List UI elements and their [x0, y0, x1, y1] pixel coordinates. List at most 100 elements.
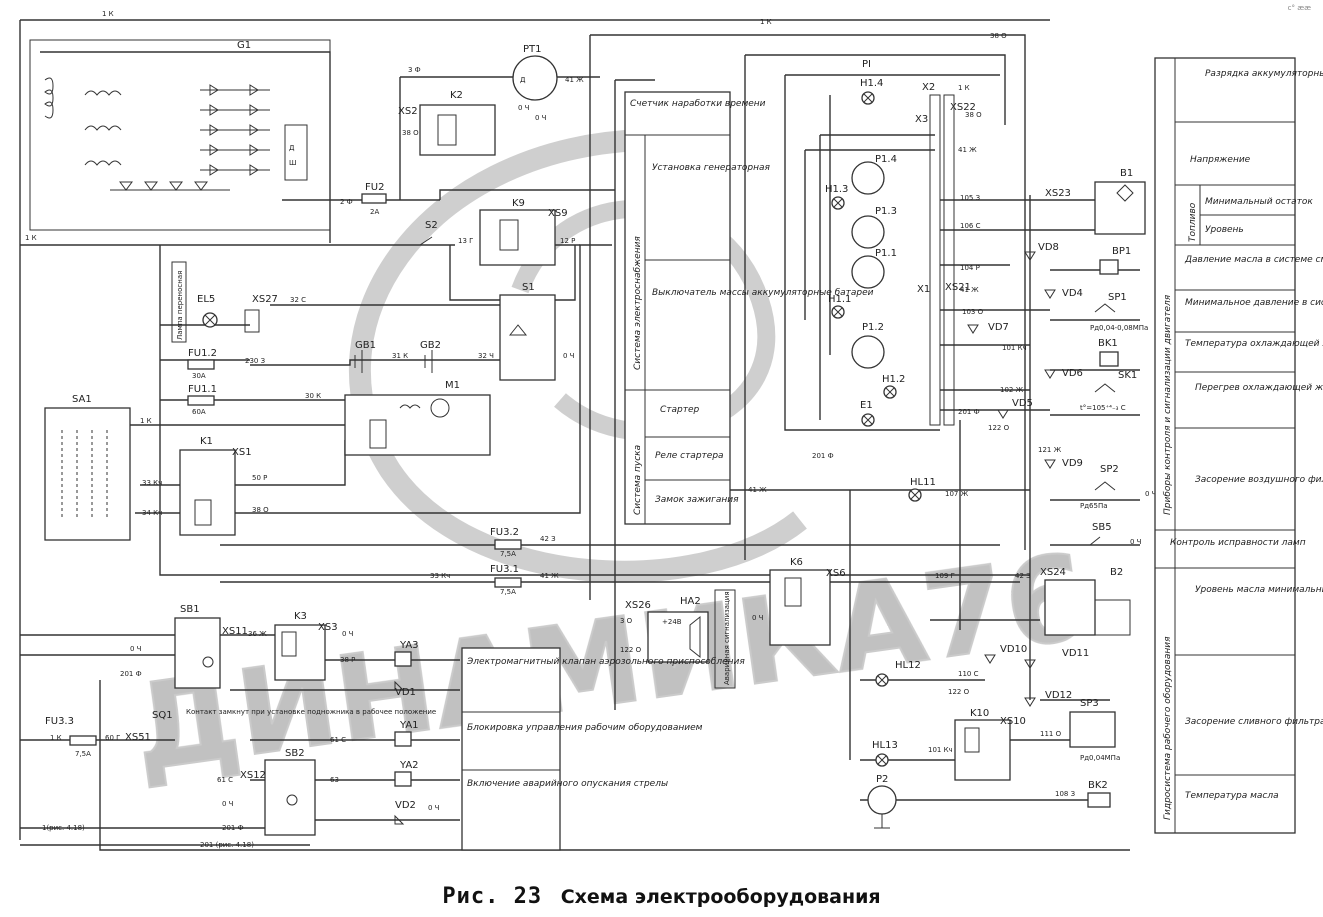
gauge-p2: P2: [867, 774, 897, 829]
svg-text:42 З: 42 З: [540, 535, 556, 543]
fuse-fu3-2: FU3.2 7,5A 42 З: [490, 527, 556, 558]
panel-bottom-row-2: Включение аварийного опускания стрелы: [467, 779, 668, 789]
label-xs2: XS2: [398, 106, 418, 117]
battery-switch-s1: S1 32 Ч 0 Ч: [478, 282, 575, 381]
label-vd11: VD11: [1062, 648, 1089, 659]
svg-text:104 Р: 104 Р: [960, 264, 980, 272]
relay-k10: K10 XS10 111 О: [954, 708, 1062, 781]
svg-text:1 К: 1 К: [958, 84, 970, 92]
svg-text:60A: 60A: [192, 408, 206, 416]
sensor-sp2: SP2 Рд65Па 0 Ч: [1080, 464, 1157, 510]
panel-left: Счетчик наработки времени Установка гене…: [624, 91, 874, 525]
svg-text:0 Ч: 0 Ч: [130, 645, 142, 653]
label-x1: X1: [917, 284, 930, 295]
panel-right-row-8: Засорение воздушного фильтра: [1195, 475, 1323, 485]
svg-text:Рд0,04-0,08МПа: Рд0,04-0,08МПа: [1090, 324, 1148, 332]
label-fu3-3: FU3.3: [45, 716, 74, 727]
svg-text:0 Ч: 0 Ч: [563, 352, 575, 360]
label-hl13: HL13: [872, 740, 898, 751]
starter-m1: M1: [344, 380, 491, 456]
svg-text:201 Ф: 201 Ф: [222, 824, 244, 832]
svg-text:50 Р: 50 Р: [252, 474, 267, 482]
svg-text:106 С: 106 С: [960, 222, 981, 230]
svg-text:2 Ф: 2 Ф: [340, 198, 353, 206]
label-x2: X2: [922, 82, 935, 93]
sq-note: Контакт замкнут при установке подножника…: [186, 708, 436, 716]
sensor-sp1: SP1 Рд0,04-0,08МПа: [1090, 292, 1148, 332]
label-fu1-2: FU1.2: [188, 348, 217, 359]
diodes-vd-column: VD8 VD4 VD6 VD9 VD7 VD5 VD10 VD11 VD12 1…: [967, 242, 1089, 707]
label-p1-3: P1.3: [875, 206, 897, 217]
svg-text:110 С: 110 С: [958, 670, 979, 678]
svg-text:41 Ж: 41 Ж: [565, 76, 584, 84]
panel-left-row-4: Реле стартера: [655, 451, 724, 461]
label-m1: M1: [445, 380, 460, 391]
svg-text:107 Ж: 107 Ж: [945, 490, 969, 498]
svg-text:30A: 30A: [192, 372, 206, 380]
label-xs10: XS10: [1000, 716, 1026, 727]
label-bp1: BP1: [1112, 246, 1131, 257]
fuse-fu2: FU2 2A 2 Ф: [340, 182, 387, 216]
svg-text:63: 63: [330, 776, 339, 784]
label-k6: K6: [790, 557, 803, 568]
svg-text:38 О: 38 О: [990, 32, 1007, 40]
svg-text:201 Ф: 201 Ф: [120, 670, 142, 678]
label-xs26: XS26: [625, 600, 651, 611]
relay-k9: K9 XS9 13 Г 12 Р: [458, 198, 575, 266]
svg-text:0 Ч: 0 Ч: [1145, 490, 1157, 498]
label-xs51: XS51: [125, 732, 151, 743]
starter-relay-k1: K1 XS1 50 Р 38 О: [179, 436, 269, 536]
label-sk1: SK1: [1118, 370, 1137, 381]
sensor-sp3: SP3 Рд0,04МПа: [1069, 698, 1120, 762]
svg-text:0 Ч: 0 Ч: [428, 804, 440, 812]
svg-text:7,5A: 7,5A: [500, 550, 516, 558]
panel-left-row-0: Счетчик наработки времени: [630, 99, 766, 109]
svg-text:33 Кч: 33 Кч: [430, 572, 450, 580]
svg-text:41 Ж: 41 Ж: [540, 572, 559, 580]
label-vd5: VD5: [1012, 398, 1033, 409]
label-vd9: VD9: [1062, 458, 1083, 469]
top-wire-labels: 1 К 1 К 38 О 41 Ж 1 К 1 К: [25, 10, 1007, 242]
label-p1-1: P1.1: [875, 248, 897, 259]
label-fu3-1: FU3.1: [490, 564, 519, 575]
label-vd12: VD12: [1045, 690, 1072, 701]
svg-text:101 Кч: 101 Кч: [1002, 344, 1027, 352]
watermark: ДИНАМИКА76: [124, 129, 1098, 799]
label-xs21: XS21: [945, 282, 971, 293]
svg-text:103 О: 103 О: [962, 308, 984, 316]
svg-text:101 Кч: 101 Кч: [928, 746, 953, 754]
svg-text:Д: Д: [289, 144, 295, 152]
panel-left-row-3: Стартер: [660, 405, 700, 415]
svg-text:1(рис. 4.18): 1(рис. 4.18): [42, 824, 85, 832]
label-b1: B1: [1120, 168, 1133, 179]
panel-right-row-0: Разрядка аккумуляторных батарей: [1205, 69, 1323, 79]
svg-text:0 Ч: 0 Ч: [342, 630, 354, 638]
panel-right-row-5: Минимальное давление в системе смазки: [1185, 298, 1323, 308]
fuse-fu1-2: FU1.2 30A 230 З: [187, 348, 266, 380]
svg-text:32 Ч: 32 Ч: [478, 352, 494, 360]
panel-right-row-9: Контроль исправности ламп: [1170, 538, 1306, 548]
svg-text:2A: 2A: [370, 208, 379, 216]
svg-text:111 О: 111 О: [1040, 730, 1062, 738]
label-g1: G1: [237, 40, 251, 51]
label-ha2: HA2: [680, 596, 701, 607]
panel-left-row-2: Выключатель массы аккумуляторные батареи: [652, 288, 874, 298]
fuse-fu1-1: FU1.1 60A 30 К: [187, 384, 321, 416]
label-s2: S2: [425, 220, 438, 231]
label-k2: K2: [450, 90, 463, 101]
label-sb2: SB2: [285, 748, 305, 759]
svg-text:42 З: 42 З: [1015, 572, 1031, 580]
svg-text:61 С: 61 С: [217, 776, 233, 784]
svg-text:105 З: 105 З: [960, 194, 981, 202]
svg-text:0 Ч: 0 Ч: [752, 614, 764, 622]
svg-text:Рд0,04МПа: Рд0,04МПа: [1080, 754, 1120, 762]
alarm-label: Аварийная сигнализация: [723, 591, 731, 685]
alarm-ha2: XS26 HA2 +24В 3 О 122 О Аварийная сигнал…: [620, 589, 736, 689]
label-hl12: HL12: [895, 660, 921, 671]
lamp-hl12: HL12 110 С 122 О: [875, 660, 979, 696]
svg-text:109 Г: 109 Г: [935, 572, 955, 580]
svg-text:1 К: 1 К: [140, 417, 152, 425]
svg-text:1 К: 1 К: [102, 10, 114, 18]
panel-right-group-1: Приборы контроля и сигнализации двигател…: [1163, 294, 1173, 515]
svg-text:38 Р: 38 Р: [340, 656, 355, 664]
